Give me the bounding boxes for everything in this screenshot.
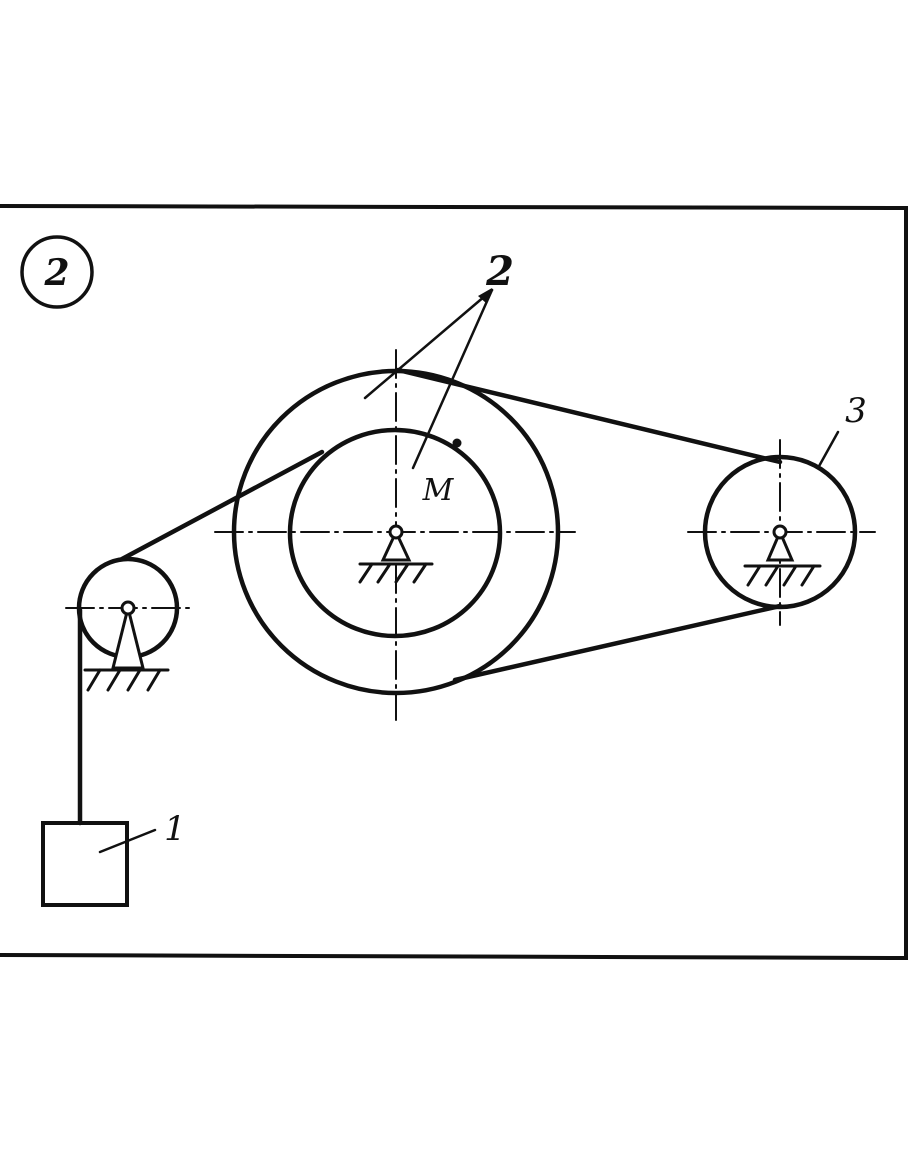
supports bbox=[83, 524, 822, 692]
frame-border bbox=[0, 204, 908, 961]
label-load-1: 1 bbox=[164, 809, 186, 849]
label-pulley-3: 3 bbox=[845, 391, 867, 431]
point-m bbox=[452, 438, 462, 448]
label-wheel-2: 2 bbox=[485, 248, 514, 295]
leader-lines bbox=[98, 288, 840, 854]
load-block-1 bbox=[41, 821, 129, 907]
variant-number: 2 bbox=[43, 252, 69, 294]
variant-circle bbox=[20, 235, 94, 309]
belts bbox=[77, 367, 783, 826]
center-lines bbox=[65, 349, 876, 721]
wheel-2-inner bbox=[287, 427, 503, 639]
label-point-m: M bbox=[422, 473, 455, 508]
